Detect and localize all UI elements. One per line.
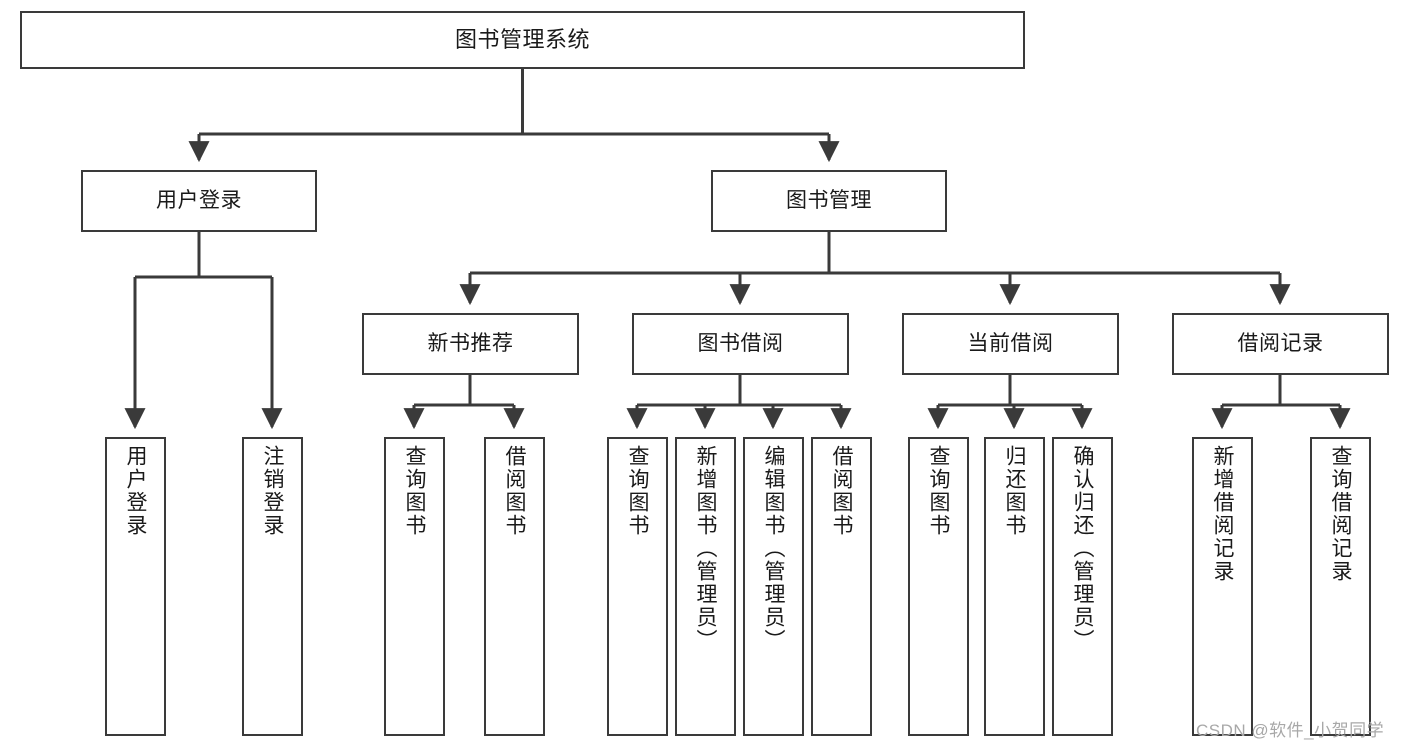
leaf-query-borrow-record[interactable]: 查询借阅记录 [1310,437,1371,736]
node-borrow-record[interactable]: 借阅记录 [1172,313,1389,375]
node-book-borrow-label: 图书借阅 [697,332,784,356]
leaf-add-book-admin[interactable]: 新增图书（管理员） [675,437,736,736]
leaf-query-books-borrow[interactable]: 查询图书 [607,437,668,736]
leaf-borrow-books-label: 借阅图书 [830,445,853,537]
leaf-query-borrow-record-label: 查询借阅记录 [1329,445,1352,583]
leaf-query-books-recommend-label: 查询图书 [403,445,426,537]
leaf-logout-label: 注销登录 [261,445,284,537]
node-new-book-recommend-label: 新书推荐 [427,332,514,356]
node-user-login[interactable]: 用户登录 [81,170,317,232]
leaf-logout[interactable]: 注销登录 [242,437,303,736]
leaf-add-borrow-record[interactable]: 新增借阅记录 [1192,437,1253,736]
node-root-system-label: 图书管理系统 [454,26,590,52]
node-book-management[interactable]: 图书管理 [711,170,947,232]
leaf-query-books-borrow-label: 查询图书 [626,445,649,537]
node-borrow-record-label: 借阅记录 [1237,332,1324,356]
leaf-borrow-books-recommend[interactable]: 借阅图书 [484,437,545,736]
node-root-system[interactable]: 图书管理系统 [20,11,1025,69]
leaf-query-books-current[interactable]: 查询图书 [908,437,969,736]
leaf-query-books-current-label: 查询图书 [927,445,950,537]
leaf-edit-book-admin[interactable]: 编辑图书（管理员） [743,437,804,736]
node-book-management-label: 图书管理 [786,189,872,213]
node-current-borrow[interactable]: 当前借阅 [902,313,1119,375]
leaf-confirm-return-admin[interactable]: 确认归还（管理员） [1052,437,1113,736]
node-current-borrow-label: 当前借阅 [967,332,1054,356]
leaf-return-books-label: 归还图书 [1003,445,1026,537]
leaf-query-books-recommend[interactable]: 查询图书 [384,437,445,736]
node-new-book-recommend[interactable]: 新书推荐 [362,313,579,375]
leaf-return-books[interactable]: 归还图书 [984,437,1045,736]
leaf-add-borrow-record-label: 新增借阅记录 [1211,445,1234,583]
node-book-borrow[interactable]: 图书借阅 [632,313,849,375]
leaf-edit-book-admin-label: 编辑图书（管理员） [762,445,785,652]
leaf-confirm-return-admin-label: 确认归还（管理员） [1071,445,1094,652]
node-user-login-label: 用户登录 [156,189,242,213]
csdn-watermark: CSDN @软件_小贺同学 [1196,721,1385,740]
leaf-user-login[interactable]: 用户登录 [105,437,166,736]
leaf-add-book-admin-label: 新增图书（管理员） [694,445,717,652]
leaf-borrow-books-recommend-label: 借阅图书 [503,445,526,537]
leaf-borrow-books[interactable]: 借阅图书 [811,437,872,736]
leaf-user-login-label: 用户登录 [124,445,147,537]
